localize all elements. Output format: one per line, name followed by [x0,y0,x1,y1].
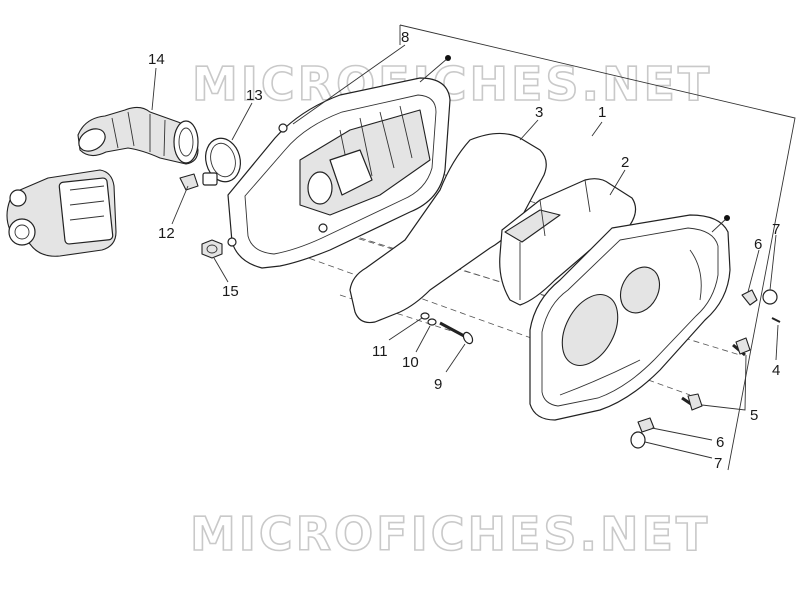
screw-4 [771,317,781,323]
throttle-body [6,169,117,257]
filter-element [499,178,637,306]
callout-14: 14 [148,51,165,68]
callout-labels: 1 2 3 4 5 6 6 7 7 8 9 10 11 12 13 14 15 [148,29,780,472]
clip-6-lower [637,417,655,433]
cap-7-upper [762,289,778,305]
callout-9: 9 [434,376,442,393]
callout-4: 4 [772,362,780,379]
screw-5-upper [732,337,751,357]
hose-clamp [202,137,241,186]
watermark-bottom: MICROFICHES.NET [190,507,710,561]
marker-dot-housing [445,55,451,61]
callout-3: 3 [535,104,543,121]
assembly-bracket [399,24,796,471]
intake-hose [77,106,199,165]
washer-10 [427,318,437,326]
callout-10: 10 [402,354,419,371]
callout-15: 15 [222,283,239,300]
airbox-cover [529,214,731,421]
gasket [349,132,547,324]
washer-11 [420,312,430,320]
leader-lines [151,44,779,459]
callout-1: 1 [598,104,606,121]
watermark-top: MICROFICHES.NET [192,57,712,111]
hex-nut [201,239,223,259]
callout-13: 13 [246,87,263,104]
callout-12: 12 [158,225,175,242]
airbox-housing [227,77,451,269]
callout-6-upper: 6 [754,236,762,253]
callout-7-lower: 7 [714,455,722,472]
clip-6-upper [741,289,758,306]
callout-5: 5 [750,407,758,424]
small-clip [179,173,199,191]
screw-5-lower [681,393,703,411]
cap-7-lower [630,431,646,449]
callout-2: 2 [621,154,629,171]
callout-8: 8 [401,29,409,46]
callout-7-upper: 7 [772,221,780,238]
callout-11: 11 [372,343,388,360]
marker-dot-cover [724,215,730,221]
callout-6-lower: 6 [716,434,724,451]
long-screw [439,321,474,345]
